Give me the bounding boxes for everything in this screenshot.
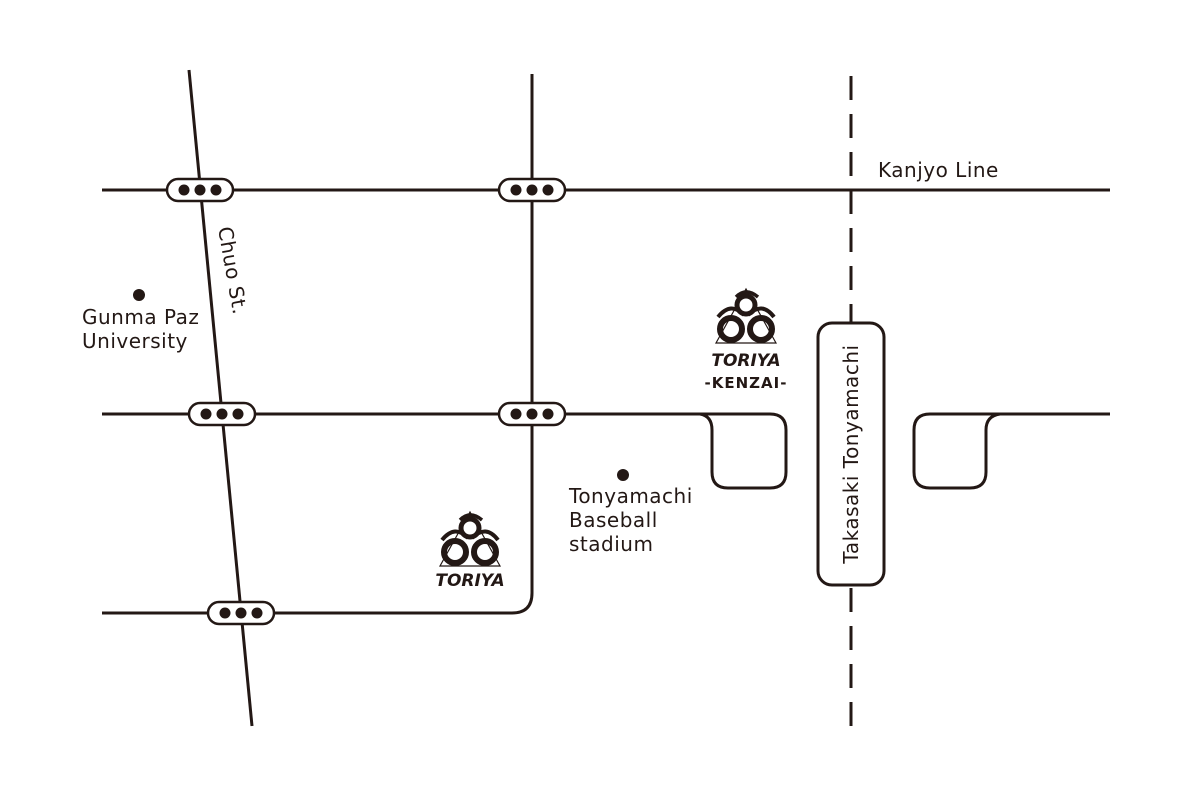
- university-label-line1: Gunma Paz: [82, 305, 199, 329]
- station-box: [816, 321, 886, 587]
- station-name: Takasaki Tonyamachi: [839, 344, 863, 564]
- station: Takasaki Tonyamachi: [816, 321, 886, 587]
- underpass-west: [682, 412, 788, 490]
- university-dot-marker-icon: [133, 289, 145, 301]
- traffic-signal-icon: [187, 401, 257, 427]
- stadium-dot-marker-icon: [617, 469, 629, 481]
- rail-line-label: Kanjyo Line: [878, 158, 999, 182]
- stadium-label-line3: stadium: [569, 532, 653, 556]
- south-road: [102, 74, 534, 615]
- traffic-signal-icon: [497, 401, 567, 427]
- university-label-line2: University: [82, 329, 188, 353]
- stadium-label-line2: Baseball: [569, 508, 658, 532]
- toriya-kenzai-brand: TORIYA: [711, 351, 780, 371]
- toriya-store: TORIYA: [435, 512, 505, 591]
- toriya-store-brand: TORIYA: [435, 571, 504, 591]
- traffic-signal-icon: [497, 177, 567, 203]
- street-label: Chuo St.: [213, 225, 252, 317]
- toriya-kenzai-store: TORIYA -KENZAI-: [705, 289, 788, 392]
- toriya-kenzai-sub: -KENZAI-: [705, 374, 788, 392]
- traffic-signal-icon: [206, 600, 276, 626]
- toriya-logo-icon: [440, 512, 500, 566]
- stadium-label-line1: Tonyamachi: [568, 484, 693, 508]
- traffic-signal-icon: [165, 177, 235, 203]
- underpass-east: [912, 412, 1018, 490]
- toriya-logo-icon: [716, 289, 776, 343]
- chuo-street-road: [187, 69, 254, 727]
